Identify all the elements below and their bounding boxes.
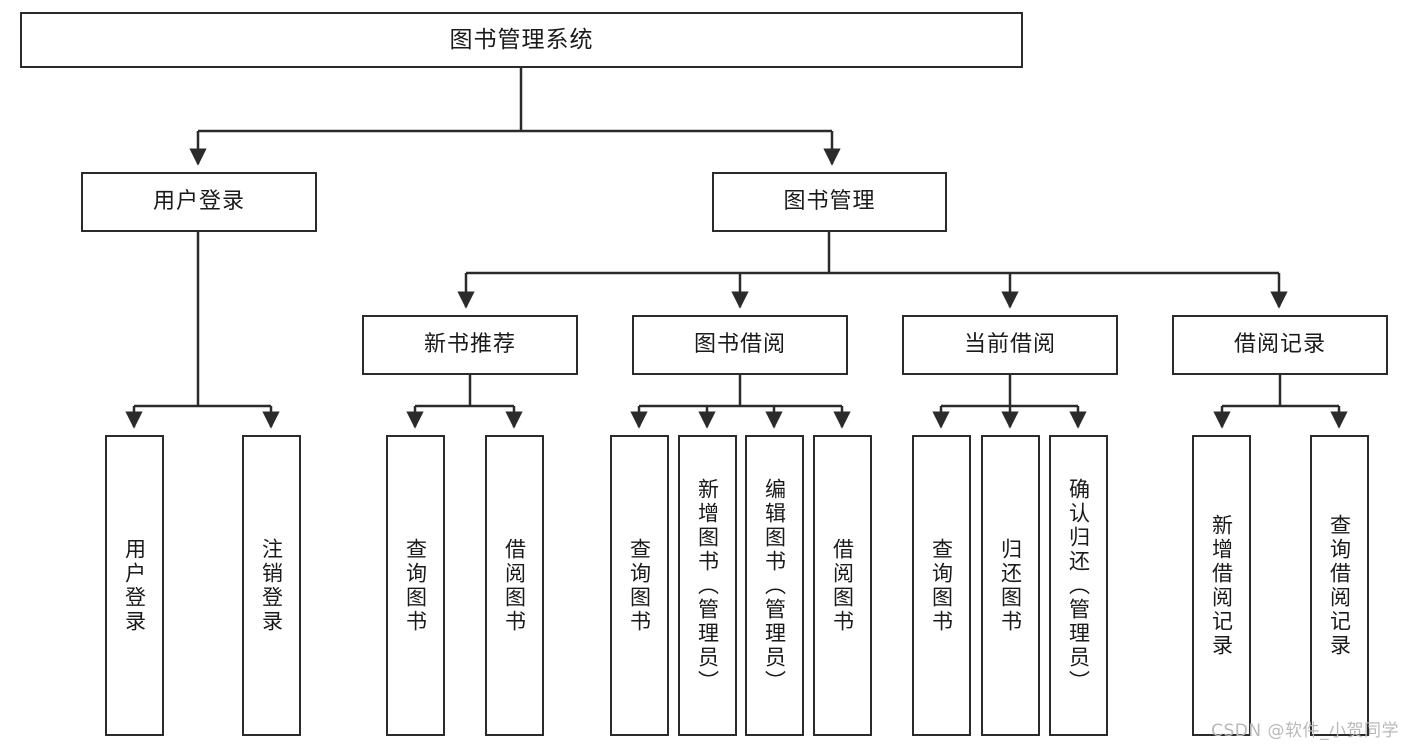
node-label: 确认归还（管理员） xyxy=(1066,477,1091,694)
node-label: 用户登录 xyxy=(122,537,147,634)
node-root-book-management-system[interactable]: 图书管理系统 xyxy=(20,12,1023,68)
node-current-borrow[interactable]: 当前借阅 xyxy=(902,315,1118,375)
node-label: 用户登录 xyxy=(152,189,245,215)
node-label: 新增图书（管理员） xyxy=(695,477,720,694)
leaf-new-book-query-books[interactable]: 查询图书 xyxy=(386,435,445,736)
node-label: 查询图书 xyxy=(627,537,652,634)
leaf-book-borrow-query-books[interactable]: 查询图书 xyxy=(610,435,669,736)
leaf-new-book-borrow-books[interactable]: 借阅图书 xyxy=(485,435,544,736)
node-label: 新增借阅记录 xyxy=(1209,513,1234,658)
node-label: 当前借阅 xyxy=(963,332,1056,358)
node-label: 查询借阅记录 xyxy=(1327,513,1352,658)
node-book-management[interactable]: 图书管理 xyxy=(712,172,947,232)
node-borrow-record[interactable]: 借阅记录 xyxy=(1172,315,1388,375)
leaf-current-borrow-query-books[interactable]: 查询图书 xyxy=(912,435,971,736)
leaf-current-borrow-confirm-return-admin[interactable]: 确认归还（管理员） xyxy=(1049,435,1108,736)
node-label: 查询图书 xyxy=(929,537,954,634)
leaf-borrow-record-add-record[interactable]: 新增借阅记录 xyxy=(1192,435,1251,736)
node-label: 借阅图书 xyxy=(502,537,527,634)
node-label: 归还图书 xyxy=(998,537,1023,634)
leaf-book-borrow-borrow-books[interactable]: 借阅图书 xyxy=(813,435,872,736)
leaf-user-login-login[interactable]: 用户登录 xyxy=(105,435,164,736)
leaf-book-borrow-add-book-admin[interactable]: 新增图书（管理员） xyxy=(678,435,737,736)
node-book-borrow[interactable]: 图书借阅 xyxy=(632,315,848,375)
node-label: 借阅图书 xyxy=(830,537,855,634)
node-label: 查询图书 xyxy=(403,537,428,634)
leaf-user-login-logout[interactable]: 注销登录 xyxy=(242,435,301,736)
node-user-login[interactable]: 用户登录 xyxy=(81,172,317,232)
node-label: 图书管理系统 xyxy=(449,26,594,53)
leaf-book-borrow-edit-book-admin[interactable]: 编辑图书（管理员） xyxy=(745,435,804,736)
node-label: 编辑图书（管理员） xyxy=(762,477,787,694)
leaf-borrow-record-query-record[interactable]: 查询借阅记录 xyxy=(1310,435,1369,736)
node-label: 注销登录 xyxy=(259,537,284,634)
csdn-watermark: CSDN @软件_小贺同学 xyxy=(1211,721,1399,741)
leaf-current-borrow-return-books[interactable]: 归还图书 xyxy=(981,435,1040,736)
node-label: 图书管理 xyxy=(783,189,876,215)
node-label: 借阅记录 xyxy=(1233,332,1326,358)
node-new-book-recommendation[interactable]: 新书推荐 xyxy=(362,315,578,375)
node-label: 图书借阅 xyxy=(693,332,786,358)
node-label: 新书推荐 xyxy=(423,332,516,358)
